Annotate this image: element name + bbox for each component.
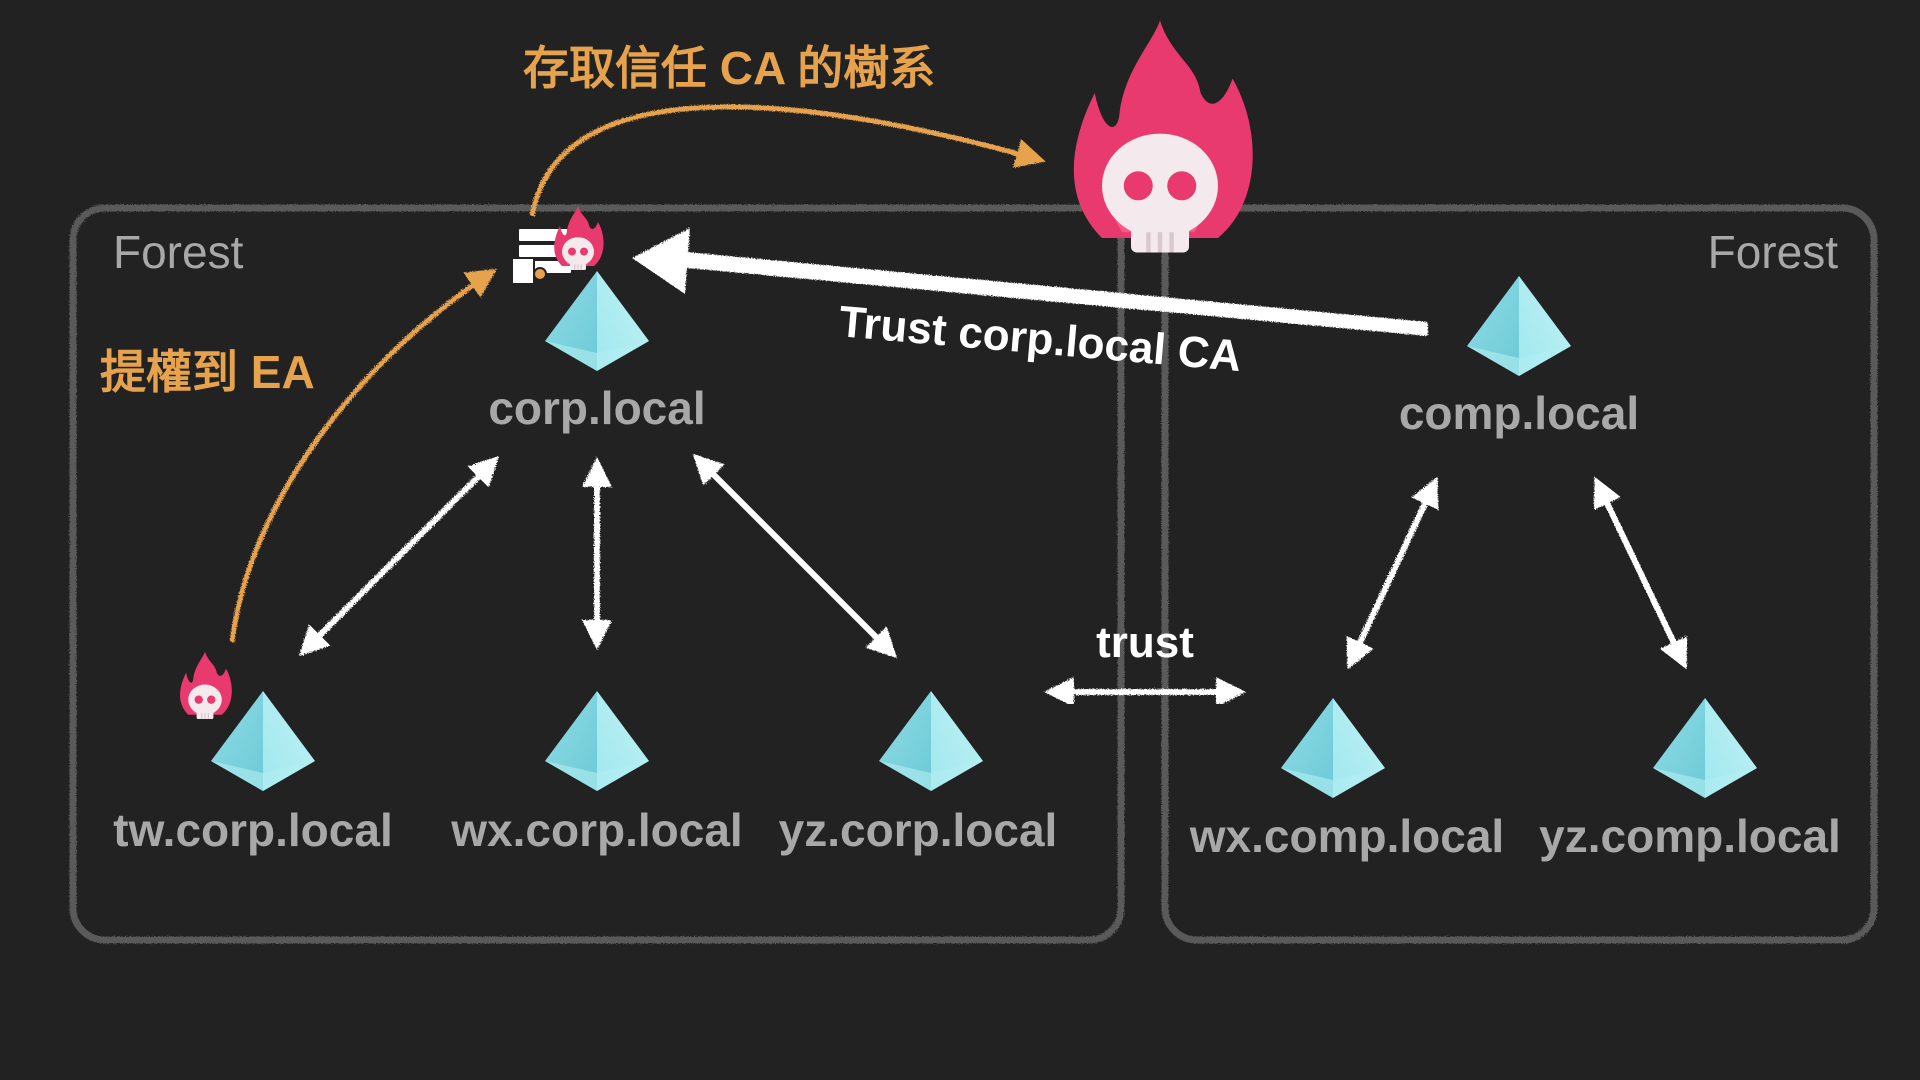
forest-label-right: Forest <box>1708 226 1839 278</box>
domain-label-yz-corp: yz.corp.local <box>779 804 1058 856</box>
flaming-skull-icon-tw <box>179 651 233 720</box>
trust-arrow-comp-yz <box>1593 476 1688 670</box>
pyramid-icon-wx-corp <box>545 691 649 791</box>
pyramid-icon-comp <box>1467 276 1571 376</box>
escalate-arrow <box>229 268 497 643</box>
domain-label-wx-corp: wx.corp.local <box>450 804 742 856</box>
flaming-skull-icon-corp <box>553 205 605 271</box>
right-forest-frame <box>1161 204 1878 944</box>
trust-label: trust <box>1096 618 1194 667</box>
pyramid-icon-corp <box>545 271 649 371</box>
pyramid-icon-yz-corp <box>879 691 983 791</box>
forest-label-left: Forest <box>113 226 244 278</box>
flaming-skull-icon-big <box>1074 20 1253 252</box>
domain-label-corp: corp.local <box>488 382 705 434</box>
left-forest-frame <box>69 204 1125 944</box>
domain-label-comp: comp.local <box>1399 387 1639 439</box>
access-ca-arrow <box>529 104 1046 217</box>
escalate-label: 提權到 EA <box>100 346 315 398</box>
trust-ca-arrow <box>632 228 1428 336</box>
access-ca-label: 存取信任 CA 的樹系 <box>523 42 935 94</box>
domain-label-tw: tw.corp.local <box>113 804 392 856</box>
pyramid-icon-yz-comp <box>1653 698 1757 798</box>
trust-arrow-corp-tw <box>298 455 500 657</box>
trust-arrow-comp-wx <box>1346 476 1439 670</box>
domain-label-yz-comp: yz.comp.local <box>1539 810 1841 862</box>
domain-label-wx-comp: wx.comp.local <box>1189 810 1504 862</box>
trust-arrow-corp-yz <box>692 453 898 659</box>
pyramid-icon-wx-comp <box>1281 698 1385 798</box>
